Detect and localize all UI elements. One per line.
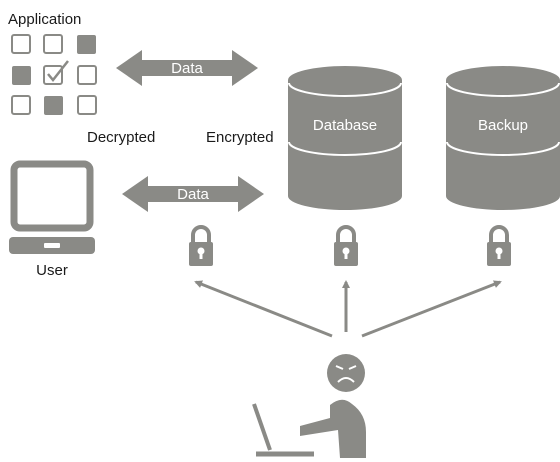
decrypted-label: Decrypted [87,129,155,146]
padlock-icon [334,225,358,266]
padlock-icon [189,225,213,266]
data-arrow-top: Data [116,50,258,86]
data-arrow-bottom-label: Data [177,186,209,203]
laptop-icon [9,160,95,254]
database-label: Database [313,117,377,134]
attack-arrows [194,280,502,338]
user-label: User [36,262,68,279]
data-arrow-top-label: Data [171,60,203,77]
data-arrow-bottom: Data [122,176,264,212]
attacker-icon [252,354,366,458]
encrypted-label: Encrypted [206,129,274,146]
backup-label: Backup [478,117,528,134]
padlock-icon [487,225,511,266]
database-icon: Database [288,66,402,210]
checkmark-icon [47,60,69,82]
backup-icon: Backup [446,66,560,210]
application-label: Application [8,11,81,28]
application-grid-icon: Application [8,11,97,115]
